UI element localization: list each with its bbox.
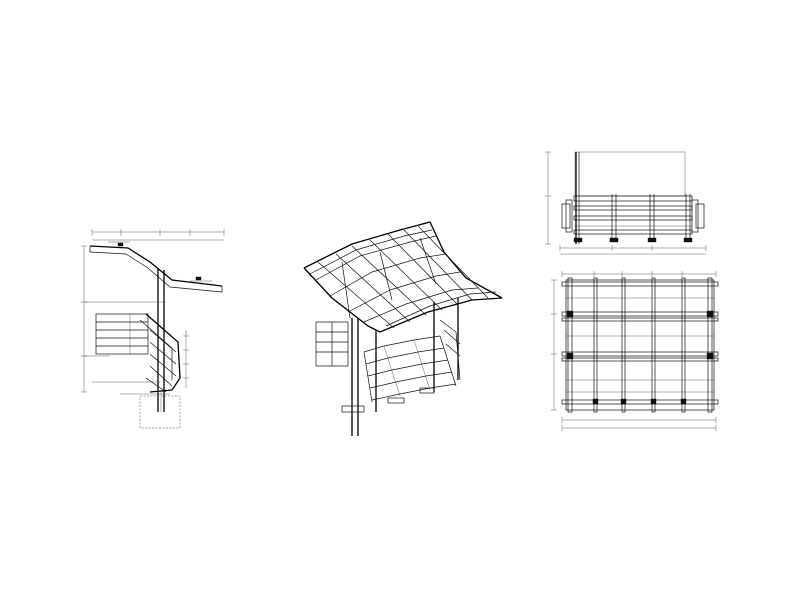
side-right-dimension [183,330,189,388]
plan-vertical-beams [567,277,713,413]
side-level-lines [84,301,170,395]
iso-base-beams [341,387,435,413]
front-end-plates [561,199,705,233]
side-stair-railing [95,313,149,355]
front-left-post [575,152,580,244]
iso-stairs [363,335,457,403]
front-dimension-lines [545,151,707,255]
iso-roof-purlins [317,225,489,329]
iso-columns [351,298,459,436]
side-roof-beam [89,241,223,293]
front-posts [611,194,691,242]
side-stair-stringer [139,313,181,393]
plan-outer-frame [565,279,715,411]
front-background-panel [574,151,686,197]
plan-left-dimension [551,279,557,411]
front-beams [573,195,693,235]
isometric-view [303,221,503,436]
iso-handrail [315,319,461,381]
plan-purlins [566,297,714,393]
iso-roof-frame [303,221,503,333]
side-footing [139,395,181,429]
plan-bottom-dimension [561,417,717,431]
plan-column-markers [566,310,714,405]
plan-horizontal-beams [561,281,719,405]
side-elevation [81,229,225,429]
plan-view [551,271,719,431]
plan-top-dimension [561,271,717,277]
front-base-blocks [573,237,693,243]
side-left-dimension [81,245,87,393]
front-elevation [545,151,707,255]
iso-roof-crossbeams [315,235,479,323]
side-top-dimension [91,229,225,241]
